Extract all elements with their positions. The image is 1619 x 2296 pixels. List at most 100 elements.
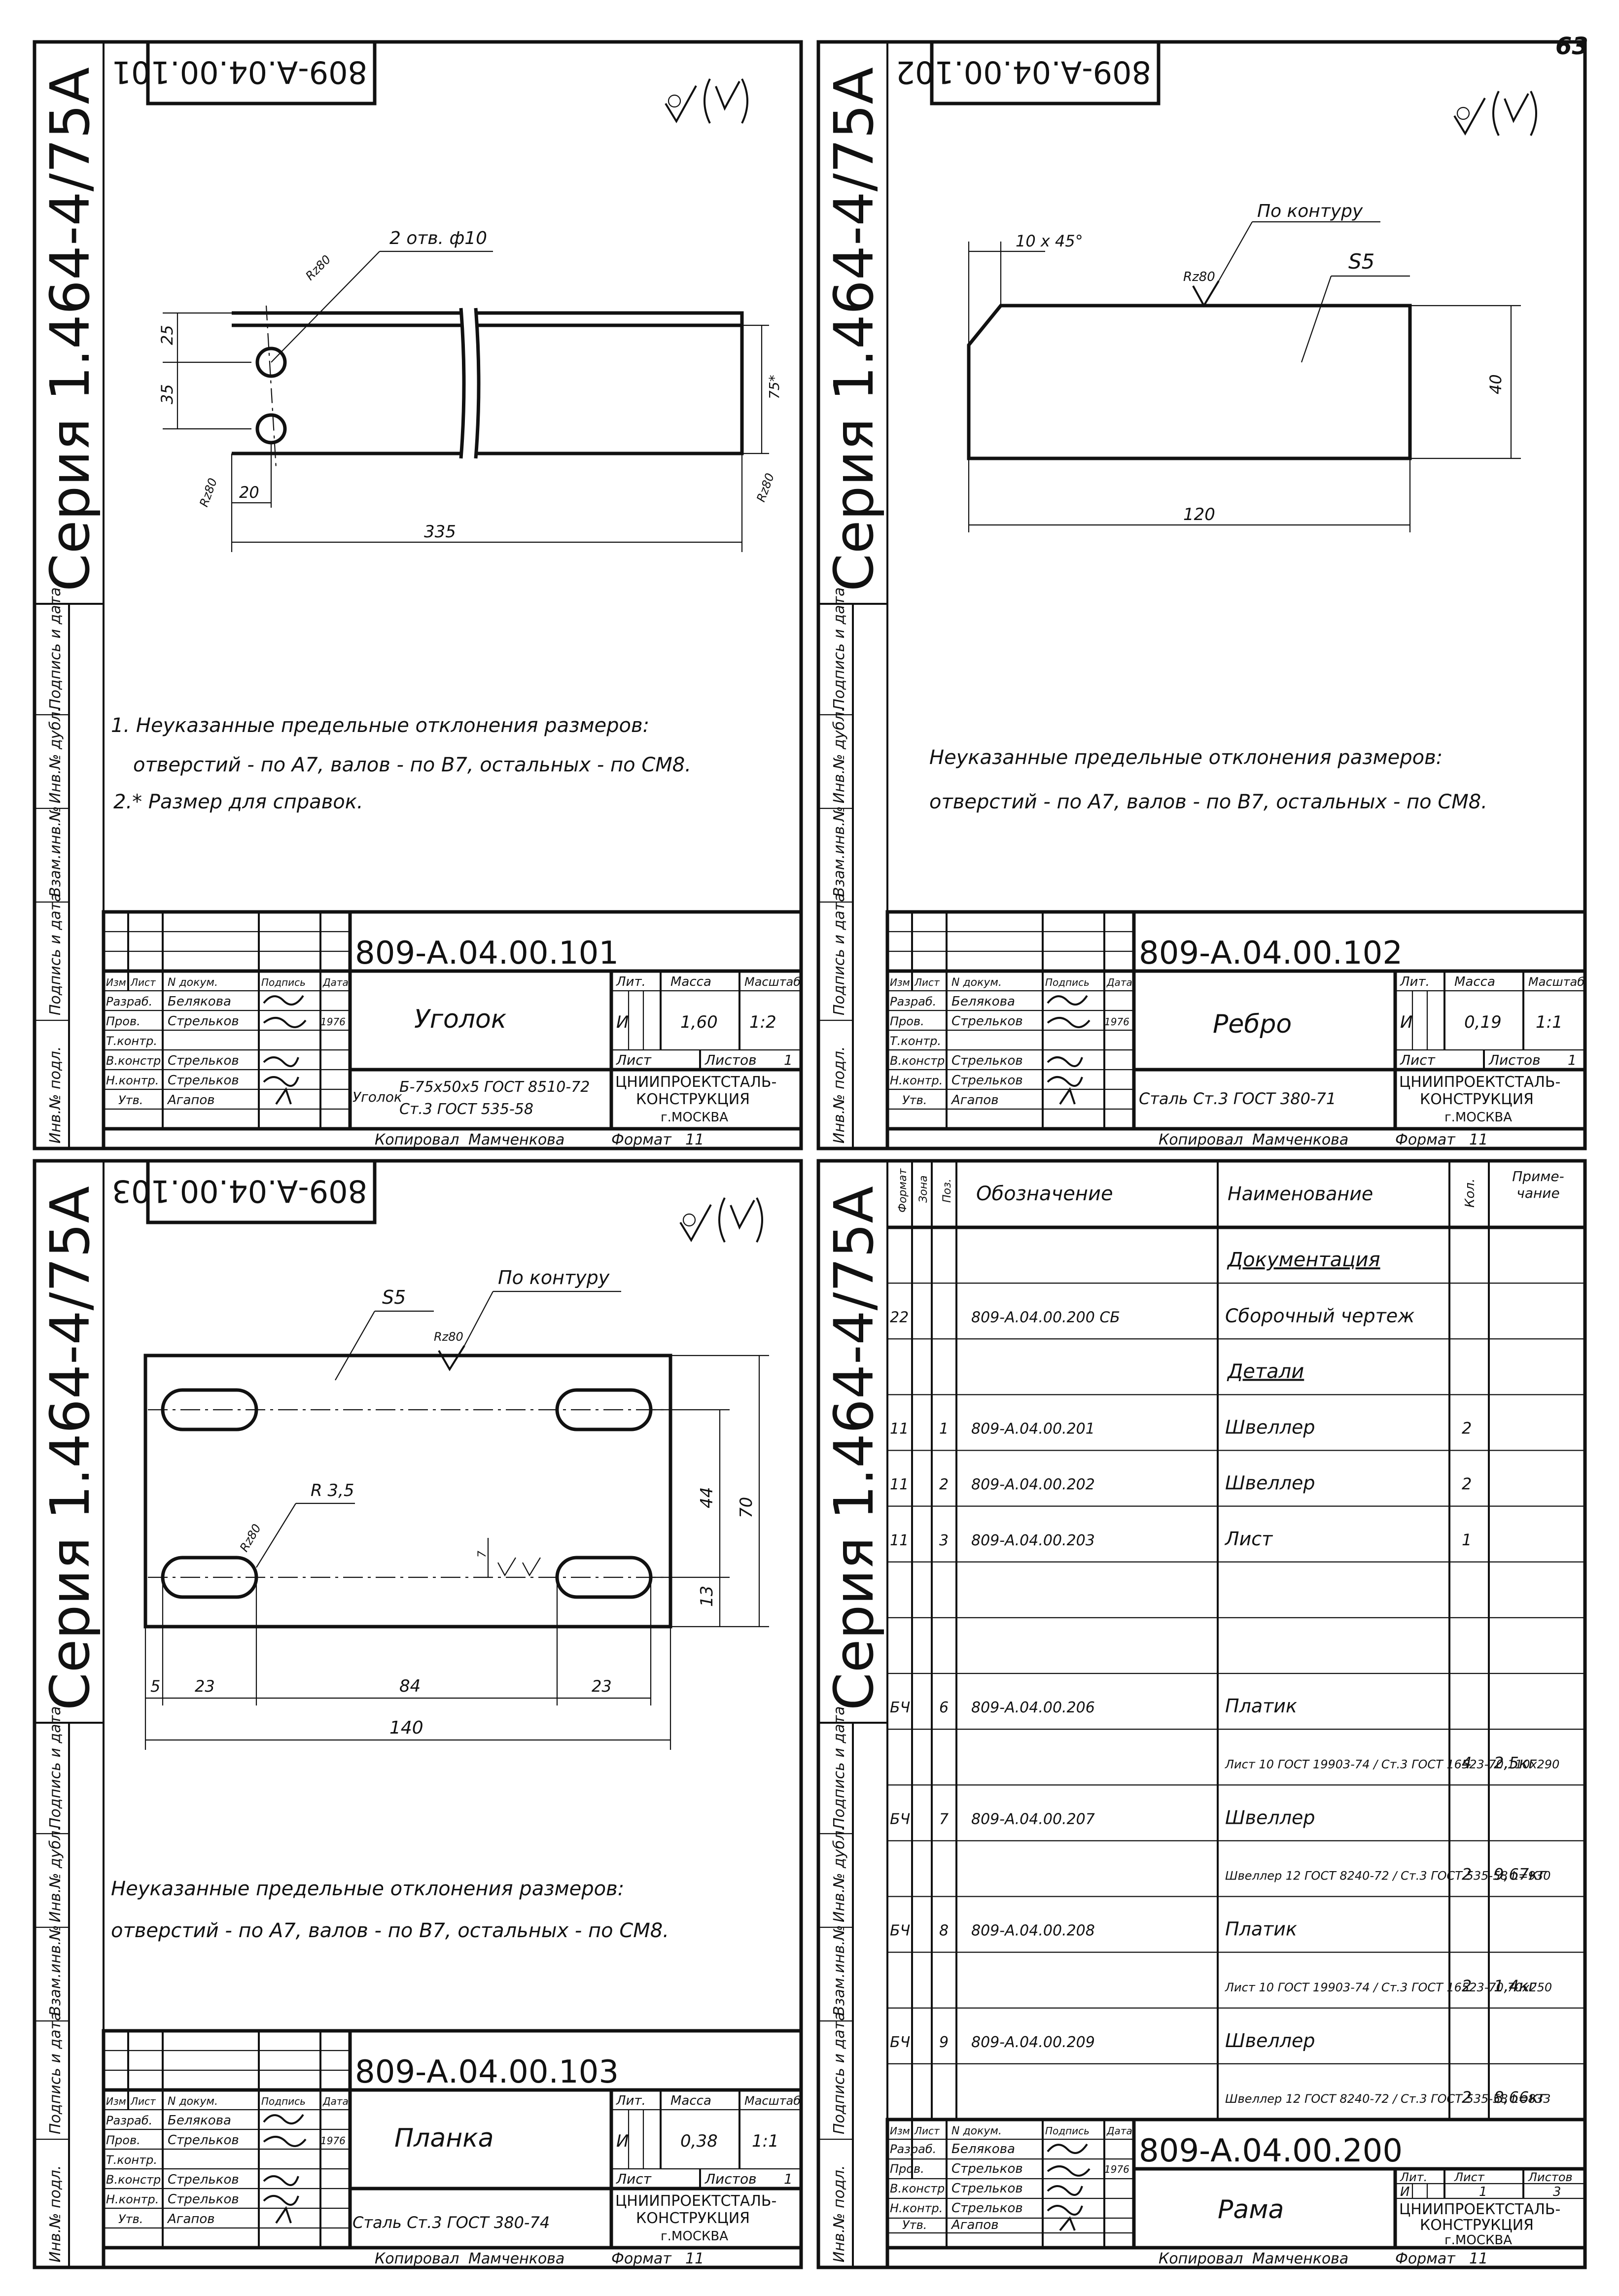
spec-cell-name: Документация: [1227, 1249, 1380, 1271]
roughness-icon: [1453, 91, 1537, 136]
copied-label: Копировал: [375, 2250, 459, 2267]
copied-label: Копировал: [375, 1131, 459, 1148]
strip-label: Взам.инв.№: [831, 1925, 848, 2016]
part-view-101: 25 35 20 335 75* 2 отв. ф10 Rz80 Rz80 Rz…: [158, 228, 782, 552]
part-name: Планка: [394, 2123, 493, 2153]
sheet-code: 809-А.04.00.200: [1139, 2133, 1403, 2169]
tb-role: Т.контр.: [106, 2153, 157, 2167]
strip-label: Инв.№ дубл.: [47, 1826, 64, 1922]
spec-table: Формат Зона Поз. Обозначение Наименовани…: [887, 1161, 1585, 2121]
tb-value: 0,19: [1464, 1012, 1502, 1032]
org-name: ЦНИИПРОЕКТСТАЛЬ-: [615, 1074, 776, 1091]
dim-label: 5: [150, 1677, 160, 1696]
sheet-103: Подпись и дата Инв.№ дубл. Взам.инв.№ По…: [35, 1159, 803, 2269]
spec-cell-code: 809-А.04.00.206: [971, 1699, 1095, 1716]
spec-cell-fmt: 11: [890, 1532, 909, 1549]
spec-cell-name: Швеллер: [1225, 1807, 1315, 1828]
spec-cell-pos: 8: [939, 1922, 949, 1940]
spec-cell-fmt: 11: [890, 1421, 909, 1438]
tb-value: И: [1400, 1012, 1412, 1032]
dim-label: 75*: [766, 375, 782, 399]
roughness-label: Rz80: [237, 1522, 264, 1554]
tb-label: Листов: [704, 2171, 757, 2187]
org-name: г.МОСКВА: [661, 2229, 728, 2244]
dim-label: 44: [697, 1487, 717, 1508]
format-label: Формат: [1395, 2250, 1456, 2267]
format-value: 11: [685, 2250, 704, 2267]
roughness-label: Rz80: [197, 476, 220, 509]
tb-role: Т.контр.: [890, 1034, 941, 1048]
org-name: КОНСТРУКЦИЯ: [1420, 2217, 1534, 2234]
strip-label: Подпись и дата: [47, 893, 64, 1016]
tb-person: Агапов: [167, 1093, 215, 1108]
title-block-102: 809-А.04.00.102 Ребро Лит. Масса Масштаб…: [885, 910, 1587, 1150]
spec-cell-note: 9,67кг: [1494, 1865, 1547, 1884]
tb-col: Лист: [130, 2095, 156, 2107]
series-label-101: Серия 1.464-4/75А: [38, 67, 102, 591]
dim-label: 13: [697, 1586, 717, 1607]
dim-label: S5: [382, 1287, 406, 1308]
spec-cell-code: 809-А.04.00.208: [971, 1922, 1095, 1940]
tb-col: Изм: [890, 976, 910, 988]
signature-icon: [263, 2114, 307, 2224]
left-strip-200: Подпись и дата Инв.№ дубл. Взам.инв.№ По…: [818, 1706, 854, 2267]
tb-role: Т.контр.: [106, 1034, 157, 1048]
tb-col: N докум.: [168, 976, 218, 989]
left-strip-101: Подпись и дата Инв.№ дубл. Взам.инв.№ По…: [35, 588, 70, 1148]
tb-label: Лист: [1400, 1052, 1436, 1068]
tb-person: Агапов: [950, 2218, 999, 2232]
roughness-label: Rz80: [1183, 270, 1215, 284]
strip-label: Подпись и дата: [831, 2012, 848, 2135]
spec-cell-pos: 9: [939, 2034, 949, 2051]
org-name: ЦНИИПРОЕКТСТАЛЬ-: [1399, 1074, 1560, 1091]
spec-cell-code: 809-А.04.00.201: [971, 1421, 1095, 1438]
copier-name: Мамченкова: [468, 2250, 564, 2267]
material: Ст.3 ГОСТ 535-58: [399, 1101, 533, 1118]
tb-label: Масса: [670, 974, 711, 989]
tb-role: Н.контр.: [890, 1074, 943, 1087]
spec-cell-qty: 1: [1462, 1531, 1472, 1549]
sheet-101: Подпись и дата Инв.№ дубл. Взам.инв.№ По…: [35, 40, 803, 1150]
format-value: 11: [1469, 2250, 1488, 2267]
title-block-101: 809-А.04.00.101 Уголок Лит. Масса Масшта…: [102, 910, 803, 1150]
spec-cell-qty: 4: [1462, 1753, 1472, 1772]
tb-person: Стрельков: [951, 2201, 1023, 2216]
spec-cell-fmt: БЧ: [890, 2034, 910, 2051]
signature-icon: [1047, 2143, 1091, 2231]
material: Сталь Ст.3 ГОСТ 380-74: [352, 2213, 550, 2232]
part-view-103: 44 70 13 5 23 84 23 140 S5 По контуру Rz…: [143, 1267, 769, 1750]
dim-label: 35: [158, 384, 176, 404]
tb-person: Стрельков: [168, 2172, 239, 2187]
tb-label: Масса: [1454, 974, 1495, 989]
spec-cell-name: Детали: [1227, 1360, 1304, 1383]
org-name: ЦНИИПРОЕКТСТАЛЬ-: [1399, 2201, 1560, 2218]
note-line: отверстий - по А7, валов - по В7, осталь…: [111, 1919, 669, 1942]
dim-label: R 3,5: [311, 1481, 354, 1500]
tb-role: Пров.: [890, 1014, 924, 1028]
spec-cell-pos: 6: [939, 1699, 949, 1716]
series-label-200: Серия 1.464-4/75А: [822, 1186, 885, 1710]
copier-name: Мамченкова: [1252, 2250, 1348, 2267]
tb-col: Подпись: [261, 2095, 306, 2107]
note-line: отверстий - по А7, валов - по В7, осталь…: [929, 791, 1487, 813]
tb-person: Белякова: [951, 2142, 1015, 2157]
tb-person: Белякова: [168, 994, 231, 1009]
left-strip-102: Подпись и дата Инв.№ дубл. Взам.инв.№ По…: [818, 588, 854, 1148]
tb-label: Лит.: [616, 2093, 646, 2108]
strip-label: Взам.инв.№: [47, 806, 64, 897]
tb-role: Утв.: [118, 1093, 143, 1107]
format-value: 11: [685, 1131, 704, 1148]
dim-label: 2 отв. ф10: [389, 228, 487, 248]
org-name: КОНСТРУКЦИЯ: [636, 2210, 750, 2227]
title-block-103: 809-А.04.00.103 Планка Лит. Масса Масшта…: [102, 2029, 803, 2269]
spec-header: Кол.: [1463, 1179, 1478, 1208]
tb-person: Стрельков: [168, 2192, 239, 2207]
tb-label: Масштаб: [744, 2094, 801, 2108]
spec-cell-name: Сборочный чертеж: [1225, 1305, 1414, 1326]
roughness-label: Rz80: [303, 252, 333, 283]
roughness-label: Rz80: [754, 471, 777, 504]
sheet-code: 809-А.04.00.103: [355, 2054, 619, 2090]
org-name: КОНСТРУКЦИЯ: [1420, 1091, 1534, 1108]
